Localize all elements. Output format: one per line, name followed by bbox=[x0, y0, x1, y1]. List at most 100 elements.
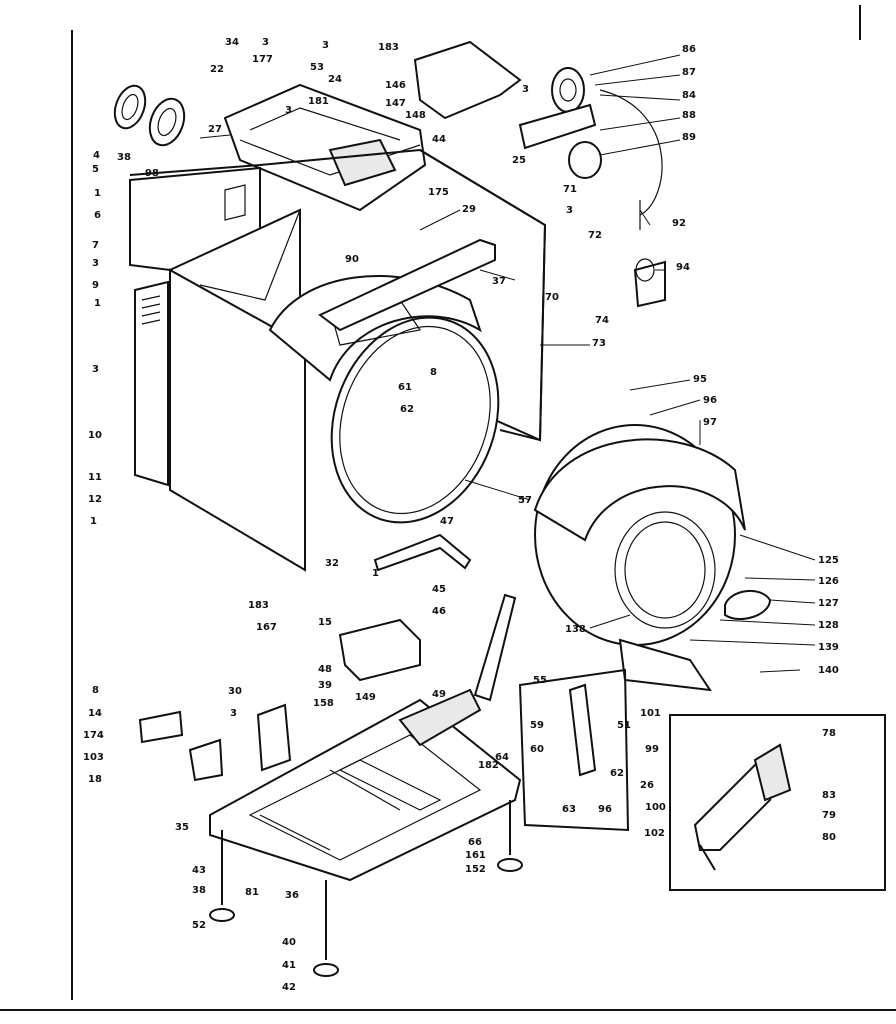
door-hinge-inset bbox=[518, 668, 630, 832]
label-51: 51 bbox=[617, 720, 631, 731]
drum bbox=[268, 275, 500, 524]
label-125: 125 bbox=[818, 555, 839, 566]
drum-support-strap bbox=[318, 238, 496, 332]
label-57: 57 bbox=[518, 495, 532, 506]
part-labels: 34 3 183 177 53 24 3 22 181 3 146 147 14… bbox=[83, 37, 839, 993]
label-18: 18 bbox=[88, 774, 102, 785]
label-161: 161 bbox=[465, 850, 486, 861]
label-183: 183 bbox=[378, 42, 399, 53]
label-149: 149 bbox=[355, 692, 376, 703]
label-49: 49 bbox=[432, 689, 446, 700]
label-25: 25 bbox=[512, 155, 526, 166]
label-48: 48 bbox=[318, 664, 332, 675]
label-34: 34 bbox=[225, 37, 239, 48]
label-70: 70 bbox=[545, 292, 559, 303]
label-37: 37 bbox=[492, 276, 506, 287]
label-140: 140 bbox=[818, 665, 839, 676]
label-61: 61 bbox=[398, 382, 412, 393]
label-53: 53 bbox=[310, 62, 324, 73]
label-15: 15 bbox=[318, 617, 332, 628]
label-148: 148 bbox=[405, 110, 426, 121]
right-side-panel bbox=[419, 149, 547, 442]
label-66: 66 bbox=[468, 837, 482, 848]
label-47: 47 bbox=[440, 516, 454, 527]
label-86: 86 bbox=[682, 44, 696, 55]
label-127: 127 bbox=[818, 598, 839, 609]
label-27: 27 bbox=[208, 124, 222, 135]
label-73: 73 bbox=[592, 338, 606, 349]
label-177: 177 bbox=[252, 54, 273, 65]
label-29: 29 bbox=[462, 204, 476, 215]
label-44: 44 bbox=[432, 134, 446, 145]
label-83: 83 bbox=[822, 790, 836, 801]
label-101: 101 bbox=[640, 708, 661, 719]
label-7: 7 bbox=[92, 240, 99, 251]
label-152: 152 bbox=[465, 864, 486, 875]
bracket-47 bbox=[373, 533, 472, 572]
label-3b: 3 bbox=[322, 40, 329, 51]
label-8b: 8 bbox=[92, 685, 99, 696]
label-8: 8 bbox=[430, 367, 437, 378]
label-3h: 3 bbox=[230, 708, 237, 719]
bracket-18 bbox=[188, 738, 224, 782]
label-88: 88 bbox=[682, 110, 696, 121]
label-138: 138 bbox=[565, 624, 586, 635]
label-55: 55 bbox=[533, 675, 547, 686]
label-126: 126 bbox=[818, 576, 839, 587]
label-39: 39 bbox=[318, 680, 332, 691]
label-100: 100 bbox=[645, 802, 666, 813]
label-72: 72 bbox=[588, 230, 602, 241]
label-174: 174 bbox=[83, 730, 104, 741]
label-64: 64 bbox=[495, 752, 509, 763]
exhaust-duct bbox=[338, 618, 421, 682]
label-1b: 1 bbox=[94, 298, 101, 309]
label-103: 103 bbox=[83, 752, 104, 763]
label-45: 45 bbox=[432, 584, 446, 595]
label-43: 43 bbox=[192, 865, 206, 876]
label-6: 6 bbox=[94, 210, 101, 221]
label-167: 167 bbox=[256, 622, 277, 633]
label-11: 11 bbox=[88, 472, 102, 483]
label-146: 146 bbox=[385, 80, 406, 91]
terminal-block bbox=[138, 710, 184, 744]
label-14: 14 bbox=[88, 708, 102, 719]
label-3d: 3 bbox=[522, 84, 529, 95]
top-console-assembly bbox=[223, 83, 427, 212]
label-87: 87 bbox=[682, 67, 696, 78]
label-26: 26 bbox=[640, 780, 654, 791]
label-62: 62 bbox=[400, 404, 414, 415]
label-38b: 38 bbox=[192, 885, 206, 896]
label-12: 12 bbox=[88, 494, 102, 505]
label-102: 102 bbox=[644, 828, 665, 839]
bearing-ring bbox=[113, 84, 147, 130]
leveling-leg-right bbox=[497, 800, 523, 872]
label-1d: 1 bbox=[372, 568, 379, 579]
leader-lines bbox=[199, 54, 816, 673]
label-147: 147 bbox=[385, 98, 406, 109]
label-95: 95 bbox=[693, 374, 707, 385]
base-frame bbox=[209, 698, 522, 882]
label-32: 32 bbox=[325, 558, 339, 569]
label-3e: 3 bbox=[566, 205, 573, 216]
label-46: 46 bbox=[432, 606, 446, 617]
label-94: 94 bbox=[676, 262, 690, 273]
label-97: 97 bbox=[703, 417, 717, 428]
label-10: 10 bbox=[88, 430, 102, 441]
label-183b: 183 bbox=[248, 600, 269, 611]
label-80: 80 bbox=[822, 832, 836, 843]
label-182: 182 bbox=[478, 760, 499, 771]
label-3f: 3 bbox=[92, 258, 99, 269]
label-35: 35 bbox=[175, 822, 189, 833]
label-5: 5 bbox=[92, 164, 99, 175]
label-90: 90 bbox=[345, 254, 359, 265]
idler-bracket bbox=[256, 703, 292, 772]
label-24: 24 bbox=[328, 74, 342, 85]
label-38: 38 bbox=[117, 152, 131, 163]
label-79: 79 bbox=[822, 810, 836, 821]
label-78: 78 bbox=[822, 728, 836, 739]
rear-brace bbox=[473, 593, 517, 702]
label-63: 63 bbox=[562, 804, 576, 815]
label-74: 74 bbox=[595, 315, 609, 326]
label-1a: 1 bbox=[94, 188, 101, 199]
